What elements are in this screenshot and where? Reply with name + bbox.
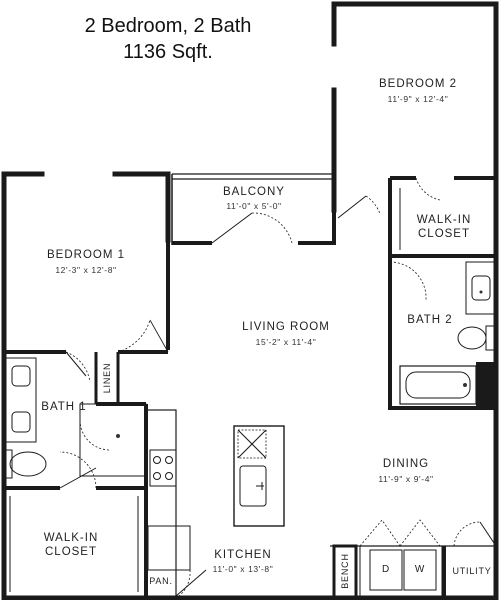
plan-area: 1136 Sqft. [123, 41, 213, 63]
walkin-closet-bottom-walls [9, 486, 146, 592]
living-room-label: LIVING ROOM [242, 321, 330, 333]
walkin-closet-top-line2: CLOSET [417, 228, 471, 240]
bedroom1-walls [4, 238, 170, 383]
linen-label: LINEN [102, 362, 112, 394]
balcony-label: BALCONY [223, 186, 285, 198]
dining-fixtures [330, 519, 497, 600]
kitchen-dimensions: 11'-0" x 13'-8" [212, 564, 274, 574]
bath1-walls [4, 357, 148, 598]
bedroom2-dimensions: 11'-9" x 12'-4" [387, 94, 449, 104]
bath2-walls [388, 256, 496, 410]
bedroom2-walls [332, 176, 496, 240]
dishwasher-w-label: W [414, 564, 426, 575]
bath1-label: BATH 1 [41, 401, 87, 413]
utility-label: UTILITY [452, 566, 492, 576]
dining-label: DINING [382, 458, 430, 470]
walkin-closet-bottom-line2: CLOSET [44, 546, 98, 558]
living-room-dimensions: 15'-2" x 11'-4" [255, 337, 317, 347]
dishwasher-d-label: D [381, 564, 391, 575]
kitchen-label: KITCHEN [214, 549, 272, 561]
walkin-closet-top-walls [388, 180, 496, 258]
kitchen-fixtures [145, 409, 285, 599]
walkin-closet-top-line1: WALK-IN [416, 214, 472, 226]
balcony-dimensions: 11'-0" x 5'-0" [226, 201, 282, 211]
pantry-label: PAN. [149, 576, 173, 586]
bedroom1-label: BEDROOM 1 [46, 249, 126, 261]
bath2-label: BATH 2 [407, 314, 453, 326]
walkin-closet-bottom-line1: WALK-IN [43, 532, 99, 544]
bedroom1-dimensions: 12'-3" x 12'-8" [55, 265, 117, 275]
dining-dimensions: 11'-9" x 9'-4" [378, 474, 434, 484]
plan-title: 2 Bedroom, 2 Bath [84, 15, 252, 37]
bench-label: BENCH [340, 553, 350, 589]
bedroom2-label: BEDROOM 2 [378, 78, 458, 90]
